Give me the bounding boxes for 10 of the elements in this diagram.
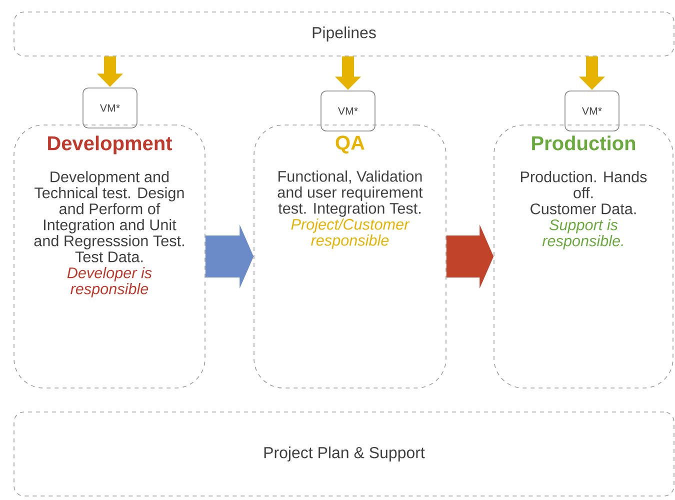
block-arrow [205,224,254,288]
stage-box: Development Development and Technical test. Design and Perform of Integration and Unit and Regresssion Test. Test Data. Developer is responsible [14,124,206,388]
stage-box: Production Production. Hands off. Customer Data. Support is responsible. [494,124,674,388]
band-box: Project Plan & Support [14,412,674,496]
vm-box: VM* [564,90,620,132]
block-arrow [446,224,494,288]
vm-box: VM* [82,88,138,128]
band-box: Pipelines [14,12,674,56]
vm-box: VM* [320,90,376,132]
stage-box: QA Functional, Validation and user requirement test. Integration Test. Project/Customer responsible [254,124,446,388]
